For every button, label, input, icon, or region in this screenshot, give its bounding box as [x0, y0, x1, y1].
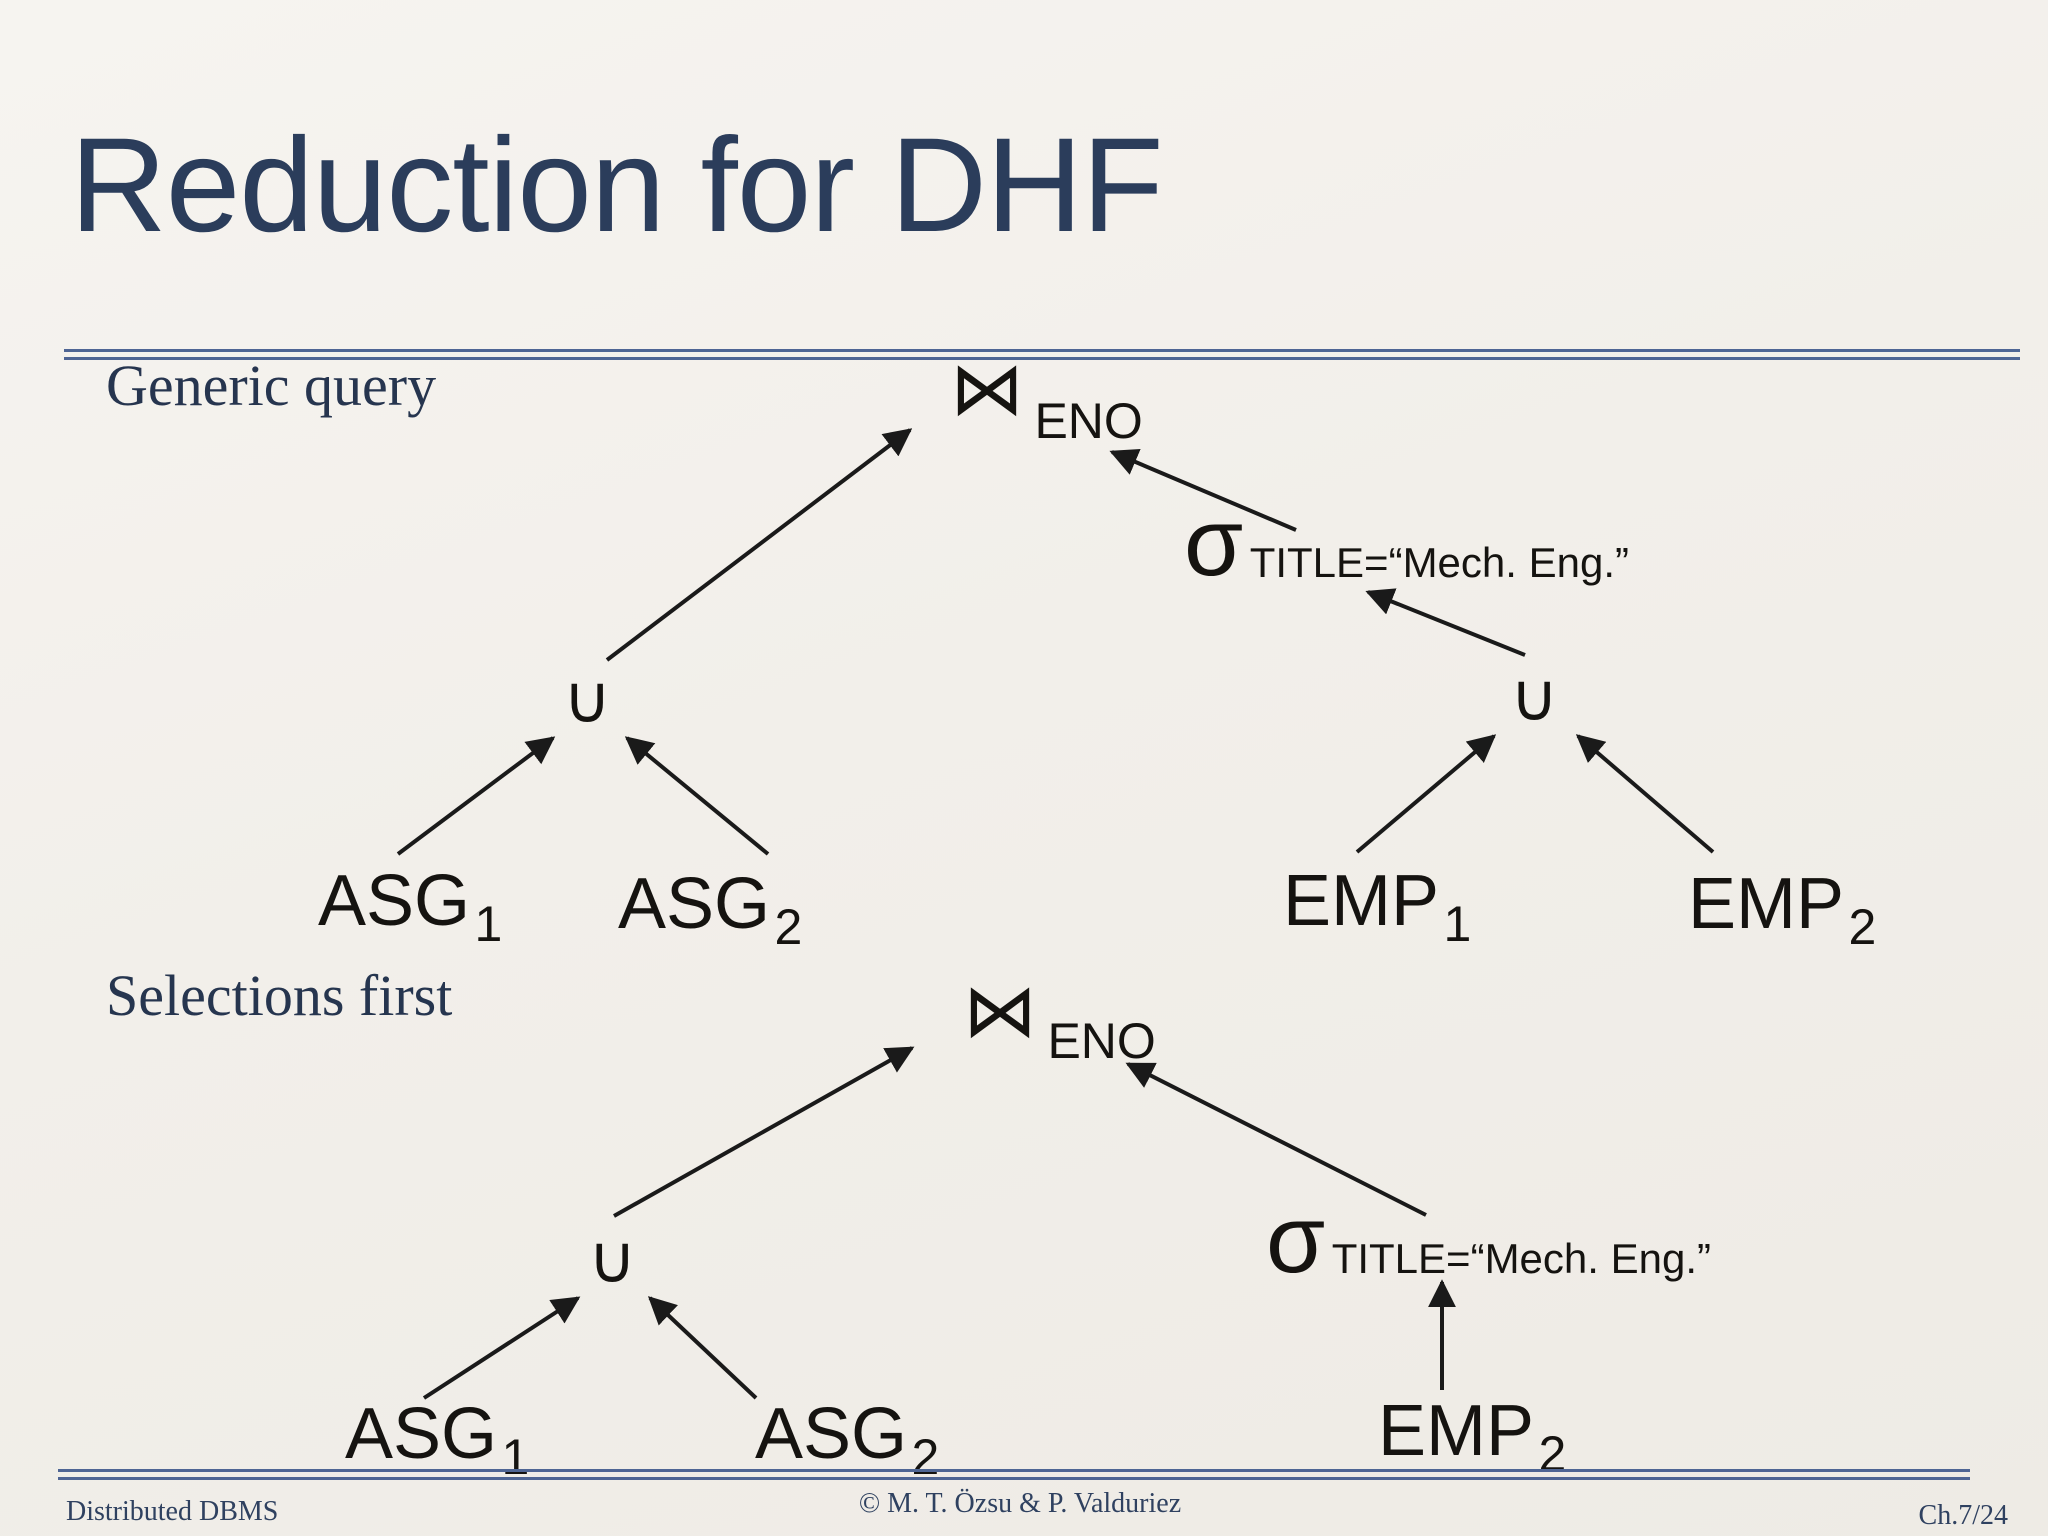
- t2-union-node: ∪: [588, 1222, 636, 1296]
- t1-leaf-emp2: EMP 2: [1688, 864, 1876, 955]
- edge-t2-asg1-to-union: [422, 1296, 581, 1400]
- edge-t2-union-to-join: [613, 1046, 915, 1218]
- t2-sigma-node: σ TITLE=“Mech. Eng.”: [1266, 1186, 1711, 1293]
- section-label-selections-first: Selections first: [106, 963, 453, 1028]
- footer-divider-line-2: [58, 1477, 1970, 1480]
- t1-leaf-asg2: ASG 2: [618, 864, 802, 955]
- footer-copyright: © M. T. Özsu & P. Valduriez: [858, 1488, 1182, 1519]
- t2-join-node: ⋈ ENO: [963, 969, 1156, 1069]
- edge-t1-union-emp-to-sigma: [1365, 588, 1526, 657]
- slide-title: Reduction for DHF: [70, 111, 1164, 260]
- t1-union-right-node: ∪: [1510, 660, 1558, 734]
- t2-leaf-emp2: EMP 2: [1378, 1391, 1566, 1482]
- edge-t2-asg2-to-union: [647, 1296, 758, 1400]
- edge-t1-sigma-to-join: [1109, 448, 1297, 532]
- t1-leaf-emp1: EMP 1: [1283, 861, 1471, 952]
- t1-leaf-asg1: ASG 1: [318, 861, 502, 952]
- edge-t1-asg2-to-union: [624, 736, 770, 856]
- edge-t1-asg1-to-union: [396, 736, 556, 856]
- section-label-generic-query: Generic query: [106, 353, 437, 418]
- t2-leaf-asg2: ASG 2: [755, 1394, 939, 1485]
- edge-t1-union-asg-to-join: [605, 428, 913, 662]
- footer-course-name: Distributed DBMS: [66, 1496, 279, 1527]
- edge-t1-emp2-to-union: [1575, 734, 1715, 854]
- title-divider-line-1: [64, 349, 2020, 352]
- t1-sigma-node: σ TITLE=“Mech. Eng.”: [1184, 489, 1629, 596]
- title-divider-line-2: [64, 357, 2020, 360]
- footer-divider-line-1: [58, 1469, 1970, 1472]
- t1-union-left-node: ∪: [563, 662, 611, 736]
- edge-t2-sigma-to-join: [1125, 1062, 1427, 1217]
- footer-page-number: Ch.7/24: [1918, 1500, 2008, 1531]
- t2-leaf-asg1: ASG 1: [345, 1394, 529, 1485]
- edge-t1-emp1-to-union: [1355, 734, 1497, 854]
- t1-join-node: ⋈ ENO: [950, 347, 1143, 449]
